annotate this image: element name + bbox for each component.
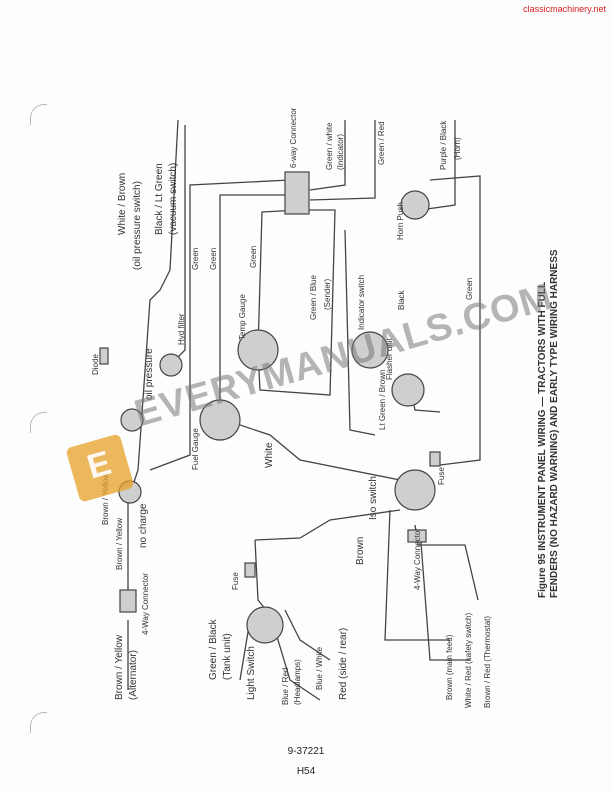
label-white-brown: White / Brown	[117, 173, 128, 235]
label-6way-connector: 6-way Connector	[289, 107, 298, 168]
label-hyd-filter: Hyd filter	[177, 313, 186, 345]
iso-switch	[394, 469, 436, 511]
label-purple-black: Purple / Black	[439, 120, 448, 170]
label-white-red-safety: White / Red (safety switch)	[464, 613, 473, 708]
label-green-blue: Green / Blue	[309, 275, 318, 320]
light-switch	[246, 606, 284, 644]
label-oil-pressure-switch: (oil pressure switch)	[132, 181, 143, 270]
label-no-charge: no charge	[138, 503, 149, 548]
label-vacuum-switch: (vacuum switch)	[168, 163, 179, 235]
hyd-filter-warning-lamp	[159, 353, 183, 377]
connector-4way-bottom	[407, 529, 427, 543]
indicator-switch	[351, 331, 389, 369]
label-horn-push: Horn Push	[396, 202, 405, 240]
label-brown-yellow-left: Brown / Yellow	[114, 634, 125, 700]
connector-4way-left	[119, 589, 137, 613]
components	[99, 171, 441, 644]
oil-pressure-warning-lamp	[120, 408, 144, 432]
caption-line-2: FENDERS (NO HAZARD WARNING) AND EARLY TY…	[549, 249, 560, 598]
label-white: White	[264, 442, 275, 468]
label-brown-yellow-mid: Brown / Yellow	[115, 518, 124, 570]
punch-hole-3	[30, 712, 47, 733]
label-brown-yellow-top: Brown / Yellow	[101, 473, 110, 525]
label-iso-switch: Iso switch	[368, 476, 379, 520]
fuel-gauge	[199, 399, 241, 441]
label-fuel-gauge: Fuel Gauge	[191, 428, 200, 470]
label-4way-connector-left: 4-Way Connector	[141, 573, 150, 635]
temp-gauge	[237, 329, 279, 371]
label-green-red: Green / Red	[377, 121, 386, 165]
label-blue-white: Blue / White	[315, 646, 324, 690]
watermark-logo-letter: E	[83, 443, 116, 487]
label-alternator: (Alternator)	[128, 650, 139, 700]
fuse-left	[244, 562, 256, 578]
label-headlamps: (Headlamps)	[293, 659, 302, 705]
figure-caption: Figure 95 INSTRUMENT PANEL WIRING — TRAC…	[537, 249, 560, 598]
punch-hole-1	[30, 104, 47, 125]
label-flasher-unit: Flasher unit	[385, 337, 394, 380]
label-indicator: (Indicator)	[336, 134, 345, 170]
label-green-1: Green	[191, 248, 200, 270]
footer-page-number: H54	[296, 766, 316, 777]
label-horn: (Horn)	[453, 137, 462, 160]
wires	[127, 119, 481, 701]
label-black: Black	[397, 289, 406, 310]
label-temp-gauge: Temp Gauge	[238, 294, 247, 340]
punch-hole-2	[30, 412, 47, 433]
label-fuse-left: Fuse	[231, 572, 240, 590]
label-4way-connector-bottom: 4-Way Connector	[413, 528, 422, 590]
label-red-side-rear: Red (side / rear)	[338, 628, 349, 700]
label-green-black: Green / Black	[208, 618, 219, 680]
horn-push	[400, 190, 430, 220]
site-label[interactable]: classicmachinery.net	[523, 4, 606, 14]
connector-6way	[284, 171, 310, 215]
label-tank-unit: (Tank unit)	[222, 633, 233, 680]
label-brown: Brown	[355, 537, 366, 565]
label-green-white: Green / white	[325, 122, 334, 170]
caption-line-1: Figure 95 INSTRUMENT PANEL WIRING — TRAC…	[537, 282, 548, 598]
label-fuse-right: Fuse	[437, 467, 446, 485]
label-sender: (Sender)	[323, 279, 332, 310]
fuse-right	[429, 451, 441, 467]
label-green-4: Green	[465, 278, 474, 300]
label-green-3: Green	[249, 246, 258, 268]
label-lt-green-brown: Lt Green / Brown	[378, 370, 387, 430]
label-indicator-switch: Indicator switch	[357, 275, 366, 330]
label-diode: Diode	[91, 354, 100, 375]
label-green-2: Green	[209, 248, 218, 270]
wire-labels: White / Brown (oil pressure switch) Blac…	[91, 107, 492, 708]
diode	[99, 347, 109, 365]
footer-part-number: 9-37221	[287, 746, 325, 757]
label-blue-red: Blue / Red	[281, 668, 290, 705]
label-brown-red-thermostat: Brown / Red (Thermostat)	[483, 616, 492, 708]
label-oil-pressure: oil pressure	[144, 348, 155, 400]
label-light-switch: Light Switch	[246, 646, 257, 700]
flasher-unit	[391, 373, 425, 407]
label-brown-main-feed: Brown (main feed)	[445, 634, 454, 700]
label-black-ltgreen: Black / Lt Green	[154, 163, 165, 235]
